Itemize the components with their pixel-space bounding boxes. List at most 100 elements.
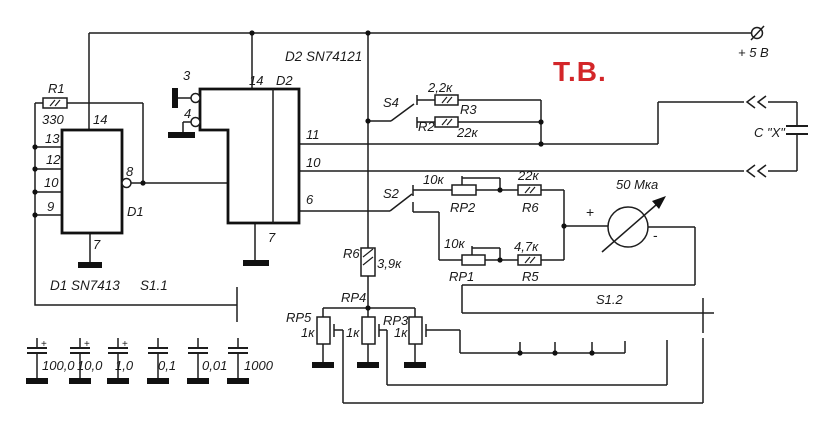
tv-marking-label: Т.В.: [553, 56, 607, 87]
detachable-connector-icons: [745, 95, 767, 178]
rp5-ref-label: RP5: [286, 310, 312, 325]
meter-dial: [607, 206, 649, 248]
rp4-value-label: 1к: [346, 325, 360, 340]
microammeter: [601, 196, 666, 253]
s2-rp1-r5-wires: [413, 211, 564, 261]
capacitor-plates: [27, 347, 248, 354]
plus5v-terminal-slash: [750, 25, 765, 41]
ground-cap3: [107, 378, 129, 384]
power-terminal: [750, 25, 765, 41]
d2-pin4-label: 4: [184, 106, 191, 121]
s2-label: S2: [383, 186, 400, 201]
cap4-value-label: 0,1: [158, 358, 176, 373]
pot-rp4-body: [361, 316, 376, 345]
pot-rp2-body: [451, 184, 477, 196]
d2-name-label: D2: [276, 73, 293, 88]
rp5-value-label: 1к: [301, 325, 315, 340]
d2-pin10-label: 10: [306, 155, 321, 170]
r1-ref-label: R1: [48, 81, 65, 96]
d2-part-label: D2 SN74121: [285, 49, 362, 64]
rp1-value-label: 10к: [444, 236, 465, 251]
ground-rp4: [357, 362, 379, 368]
r2-value-label: 22к: [456, 125, 478, 140]
junction-dots: [32, 30, 595, 356]
s2-switch-blade: [389, 185, 414, 212]
resistor-r2-body: [434, 116, 459, 128]
s1-1-label: S1.1: [140, 278, 168, 293]
s1-2-label: S1.2: [596, 292, 624, 307]
d2-pin14-label: 14: [249, 73, 263, 88]
pot-rp3-body: [408, 316, 423, 345]
d2-input-wires: [178, 97, 256, 260]
s12-selector-wires: [333, 324, 704, 404]
ground-cap1: [26, 378, 48, 384]
r6-vert-value-label: 3,9к: [377, 256, 402, 271]
pot-rp5-body: [316, 316, 331, 345]
rp3-value-label: 1к: [394, 325, 408, 340]
meter-needle-arrowhead: [652, 196, 666, 209]
s4-label: S4: [383, 95, 399, 110]
connector-chevron-icon: [756, 95, 767, 109]
power-bar-d2-pin3: [172, 88, 178, 108]
r3-ref-label: R3: [460, 102, 477, 117]
ground-d2-pin4: [168, 132, 195, 138]
rp4-ref-label: RP4: [341, 290, 366, 305]
switches: [236, 95, 704, 333]
meter-loop-wires: [461, 225, 714, 314]
meter-range-label: 50 Мка: [616, 177, 658, 192]
d2-pin7-label: 7: [268, 230, 276, 245]
ground-cap6: [227, 378, 249, 384]
d2-pin3-label: 3: [183, 68, 191, 83]
rp2-ref-label: RP2: [450, 200, 476, 215]
resistor-r3-body: [434, 94, 459, 106]
resistor-hatch-marks: [49, 96, 536, 266]
ground-cap2: [69, 378, 91, 384]
ic-d1-body: [60, 128, 124, 235]
resistor-r5-body: [517, 254, 542, 266]
meter-needle: [601, 204, 657, 253]
d1-pin14-label: 14: [93, 112, 107, 127]
ground-symbols: [26, 88, 426, 384]
ground-d1-pin7: [78, 262, 102, 268]
cap2-value-label: 10,0: [77, 358, 103, 373]
cap2-polarity-label: +: [84, 339, 90, 350]
d1-pin8-label: 8: [126, 164, 134, 179]
rp3-ref-label: RP3: [383, 313, 409, 328]
cap1-value-label: 100,0: [42, 358, 75, 373]
d1-name-label: D1: [127, 204, 144, 219]
connector-chevron-icon: [745, 164, 756, 178]
r6-top-value-label: 22к: [517, 168, 539, 183]
d2-pin11-label: 11: [306, 127, 320, 142]
external-capacitor-plates: [786, 125, 808, 135]
d1-pin8-inversion-bubble: [121, 177, 132, 189]
ground-rp3: [404, 362, 426, 368]
cap6-value-label: 1000: [244, 358, 274, 373]
external-cap-label: C "X": [754, 125, 786, 140]
ground-cap5: [187, 378, 209, 384]
r3-value-label: 2,2к: [427, 80, 453, 95]
ic-d2-body: [198, 87, 301, 225]
d2-pin3-inversion-bubble: [190, 92, 201, 104]
cap5-value-label: 0,01: [202, 358, 227, 373]
d1-pin7-label: 7: [93, 237, 101, 252]
cap1-polarity-label: +: [41, 339, 47, 350]
rp1-ref-label: RP1: [449, 269, 474, 284]
rp2-value-label: 10к: [423, 172, 444, 187]
meter-minus-label: -: [653, 227, 658, 243]
d2-pin4-inversion-bubble: [190, 116, 201, 128]
d1-pin13-label: 13: [45, 131, 60, 146]
d1-pin9-label: 9: [47, 199, 54, 214]
capacitor-lead-wires: [36, 338, 239, 378]
r6-vert-ref-label: R6: [343, 246, 360, 261]
r5-ref-label: R5: [522, 269, 539, 284]
d1-left-bus-wire: [34, 102, 237, 306]
r1-value-label: 330: [42, 112, 64, 127]
connector-chevron-icon: [745, 95, 756, 109]
resistor-r1-body: [42, 97, 68, 109]
r2-ref-label: R2: [418, 119, 435, 134]
d1-pin10-label: 10: [44, 175, 59, 190]
r5-value-label: 4,7к: [514, 239, 539, 254]
ground-rp5: [312, 362, 334, 368]
